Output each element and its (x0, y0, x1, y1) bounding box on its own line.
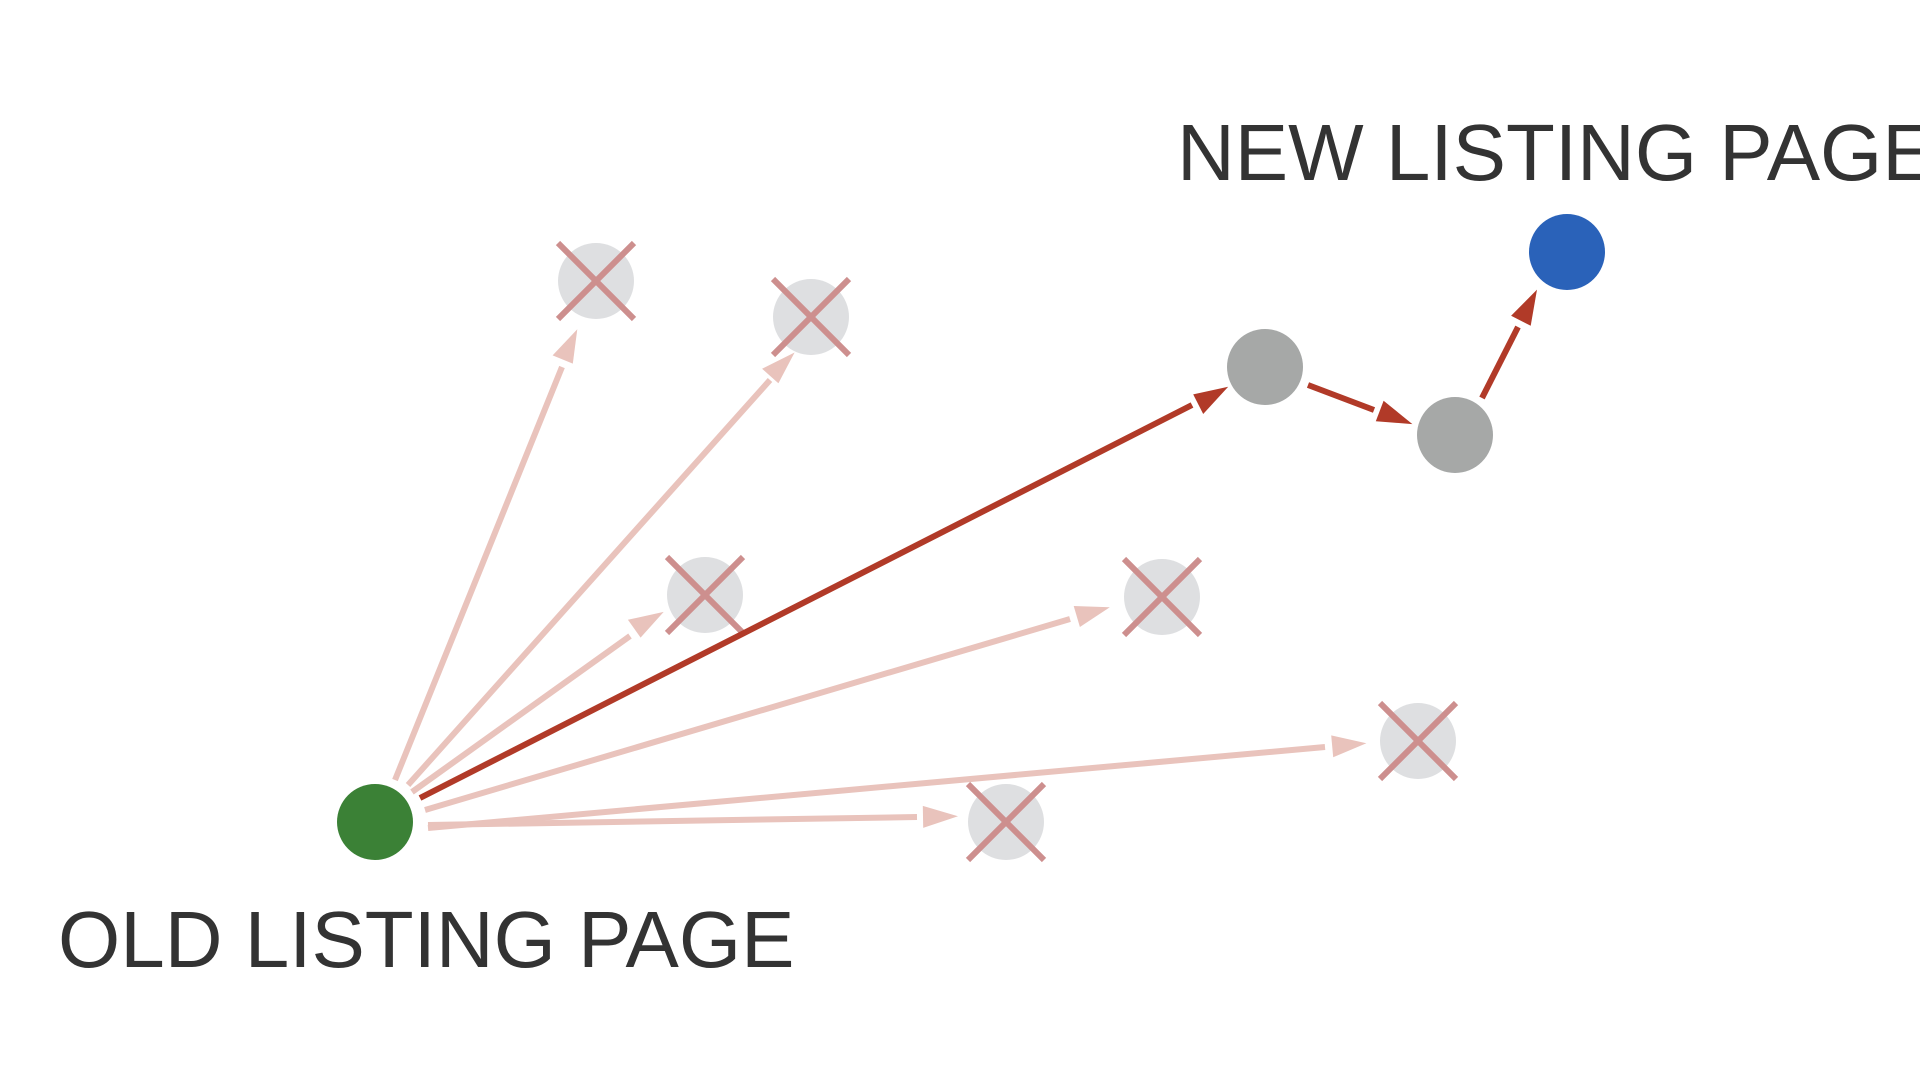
new-listing-page-label: NEW LISTING PAGE (1177, 108, 1920, 197)
x-mark-icon (555, 240, 637, 322)
rejected-node (1377, 700, 1459, 782)
rejected-nodes (555, 240, 1459, 863)
rejected-node (664, 554, 746, 636)
rejected-arrow (424, 606, 1110, 813)
rejected-arrow (410, 611, 664, 795)
rejected-node (770, 276, 852, 358)
success-path (418, 289, 1537, 801)
path-arrow (418, 386, 1229, 801)
x-mark-icon (965, 781, 1047, 863)
rejected-node (555, 240, 637, 322)
path-node (1417, 397, 1493, 473)
x-mark-icon (664, 554, 746, 636)
rejected-node (1121, 556, 1203, 638)
rejected-arrow (405, 352, 795, 787)
x-mark-icon (770, 276, 852, 358)
x-mark-icon (1377, 700, 1459, 782)
start-node (337, 784, 413, 860)
path-arrow (1479, 289, 1537, 400)
x-mark-icon (1121, 556, 1203, 638)
old-listing-page-label: OLD LISTING PAGE (58, 895, 794, 984)
path-node (1227, 329, 1303, 405)
rejected-arrow (427, 805, 958, 828)
path-arrow (1306, 382, 1413, 425)
rejected-arrow (392, 329, 578, 782)
rejected-node (965, 781, 1047, 863)
rejected-arrows (392, 329, 1367, 831)
rejected-arrow (427, 735, 1367, 831)
end-node (1529, 214, 1605, 290)
